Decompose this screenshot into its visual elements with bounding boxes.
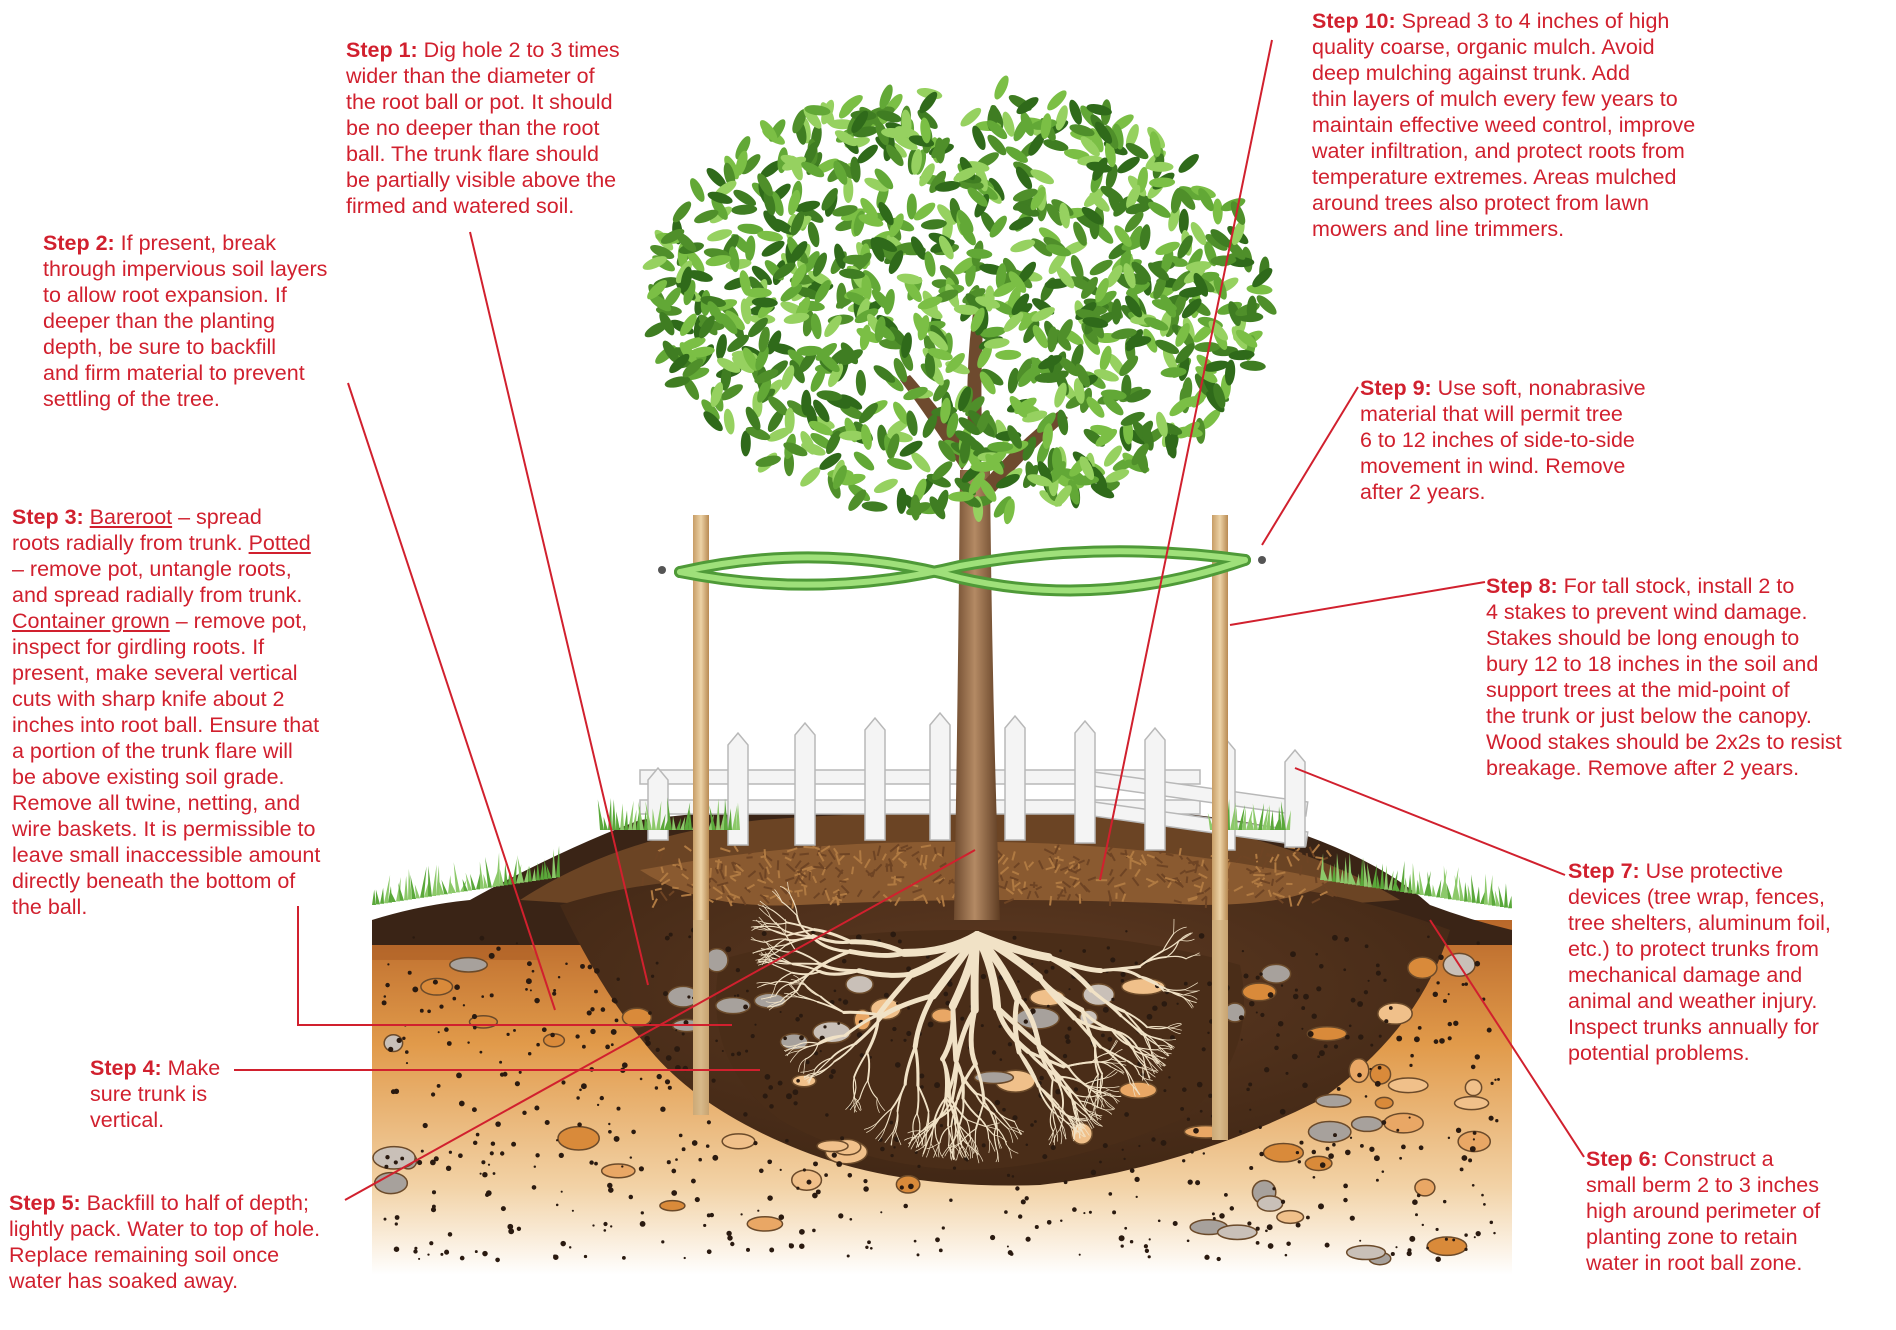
step3-label: Step 3: Bareroot – spread roots radially… — [12, 504, 320, 920]
step6-label: Step 6: Construct a small berm 2 to 3 in… — [1586, 1146, 1820, 1276]
step5-label: Step 5: Backfill to half of depth; light… — [9, 1190, 320, 1294]
step8-label: Step 8: For tall stock, install 2 to 4 s… — [1486, 573, 1842, 781]
leader-step8 — [1230, 582, 1485, 625]
stake-right — [1212, 515, 1228, 1140]
step10-label: Step 10: Spread 3 to 4 inches of high qu… — [1312, 8, 1695, 242]
tree-canopy — [641, 74, 1280, 526]
step1-label: Step 1: Dig hole 2 to 3 times wider than… — [346, 37, 620, 219]
step7-label: Step 7: Use protective devices (tree wra… — [1568, 858, 1831, 1066]
leader-step9 — [1262, 387, 1358, 545]
step9-label: Step 9: Use soft, nonabrasive material t… — [1360, 375, 1646, 505]
step2-label: Step 2: If present, break through imperv… — [43, 230, 327, 412]
step4-label: Step 4: Make sure trunk is vertical. — [90, 1055, 220, 1133]
